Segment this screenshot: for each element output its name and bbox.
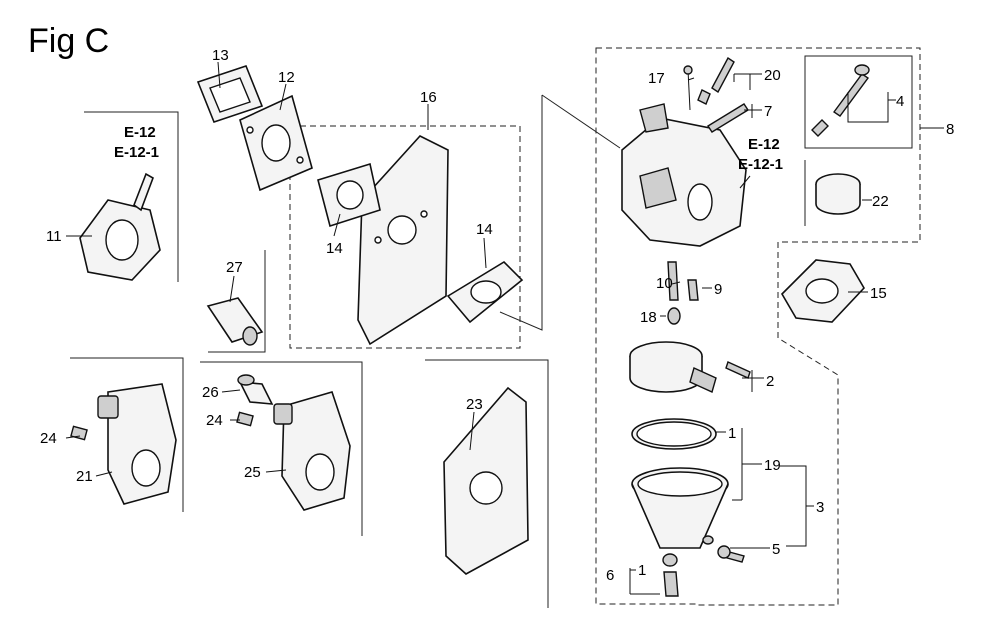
callout-6: 6 — [606, 567, 614, 584]
ref-label-left-secondary: E-12-1 — [114, 144, 159, 161]
ref-label-left-primary: E-12 — [124, 124, 156, 141]
frame-part-27 — [208, 250, 266, 353]
ref-label-right-primary: E-12 — [748, 136, 780, 153]
callout-20: 20 — [764, 67, 781, 84]
callout-2: 2 — [766, 373, 774, 390]
part-23-plate — [443, 386, 529, 575]
callout-15: 15 — [870, 285, 887, 302]
callout-14-left: 14 — [326, 240, 343, 257]
part-11-intake — [79, 172, 161, 281]
part-26-pin — [237, 374, 274, 405]
figure-title: Fig C — [28, 22, 109, 60]
carburetor-assembly — [621, 103, 747, 247]
frame-connector-top — [541, 94, 621, 149]
ref-label-right-secondary: E-12-1 — [738, 156, 783, 173]
callout-19: 19 — [764, 457, 781, 474]
callout-5: 5 — [772, 541, 780, 558]
frame-part-25 — [200, 361, 363, 536]
callout-24-middle: 24 — [206, 412, 223, 429]
part-14-gasket-left — [317, 162, 381, 228]
callout-7: 7 — [764, 103, 772, 120]
callout-17: 17 — [648, 70, 665, 87]
part-19-float-chamber — [631, 467, 729, 549]
frame-part-11 — [84, 111, 179, 282]
part-27-collar — [206, 297, 264, 346]
callout-14-right: 14 — [476, 221, 493, 238]
callout-1-upper: 1 — [728, 425, 736, 442]
callout-1-lower: 1 — [638, 562, 646, 579]
callout-24-left: 24 — [40, 430, 57, 447]
part-21-body — [97, 383, 177, 505]
callout-26: 26 — [202, 384, 219, 401]
part-5-screws — [702, 535, 745, 563]
section-frames — [70, 47, 921, 608]
callout-4: 4 — [896, 93, 904, 110]
callout-22: 22 — [872, 193, 889, 210]
frame-part-16 — [289, 125, 521, 349]
part-16-heat-plate — [357, 135, 449, 346]
frame-part-21 — [70, 357, 184, 512]
part-4-screw-set — [811, 64, 870, 137]
screws-17-20-7 — [683, 56, 749, 133]
callout-18: 18 — [640, 309, 657, 326]
ref-arrow-right — [739, 175, 751, 189]
callout-11: 11 — [46, 228, 62, 245]
frame-connector-bottom — [499, 95, 543, 331]
part-1-oring — [631, 418, 717, 450]
part-25-body — [273, 391, 351, 511]
callout-13: 13 — [212, 47, 229, 64]
part-2-float — [629, 341, 751, 393]
part-24-small-left — [70, 425, 88, 441]
part-15-gasket — [780, 259, 865, 323]
part-22-cup — [815, 173, 861, 215]
callout-12: 12 — [278, 69, 295, 86]
frame-part-23 — [425, 359, 549, 608]
callout-10: 10 — [656, 275, 673, 292]
callout-25: 25 — [244, 464, 261, 481]
leader-lines — [65, 61, 944, 595]
callout-21: 21 — [76, 468, 93, 485]
part-12-insulator — [239, 94, 313, 192]
parts-10-9-18 — [667, 261, 699, 325]
part-24-small-middle — [236, 411, 254, 427]
frame-carburetor-assembly — [595, 47, 921, 606]
callout-3: 3 — [816, 499, 824, 516]
callout-27: 27 — [226, 259, 243, 276]
part-6-drain-screw — [662, 553, 679, 597]
callout-8: 8 — [946, 121, 954, 138]
part-14-gasket-right — [446, 260, 524, 324]
callout-16: 16 — [420, 89, 437, 106]
callout-23: 23 — [466, 396, 483, 413]
callout-9: 9 — [714, 281, 722, 298]
frame-part-4 — [804, 55, 913, 149]
